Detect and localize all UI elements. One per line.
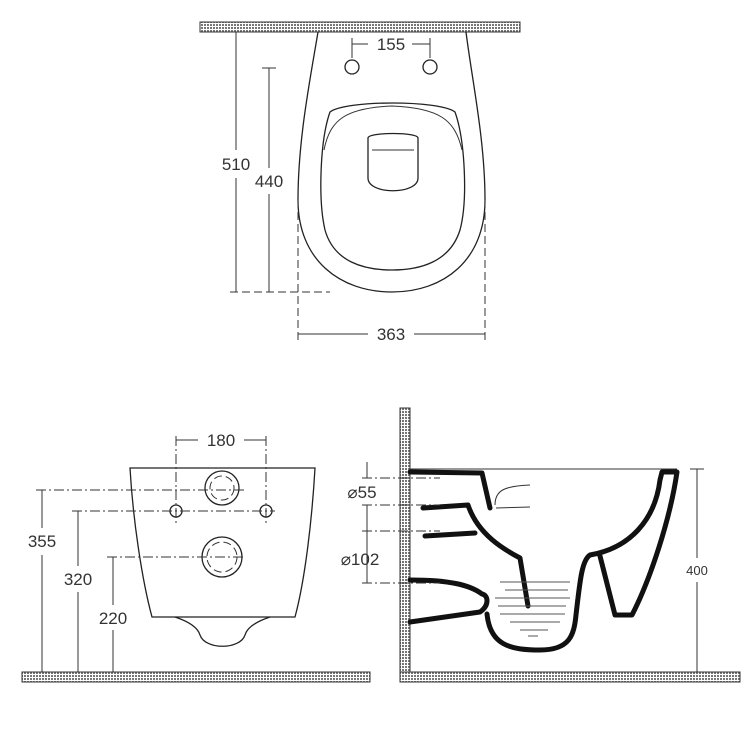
dim-363-label: 363 <box>377 325 405 344</box>
wall-top <box>199 21 521 33</box>
fixing-hole-left <box>344 59 360 75</box>
outlet-bulge <box>174 616 271 647</box>
flush-rim <box>367 132 419 192</box>
fixing-hole-right <box>422 59 438 75</box>
body-outline-front <box>129 467 316 618</box>
dim-440-label: 440 <box>255 172 283 191</box>
spout <box>494 484 531 509</box>
dim-355-label: 355 <box>28 532 56 551</box>
inlet-inner <box>209 475 235 501</box>
inlet-circle <box>204 470 240 506</box>
floor-front <box>21 671 371 683</box>
inlet-lower <box>420 502 531 609</box>
dim-d55-label: ⌀55 <box>347 483 376 502</box>
bowl-outline-top <box>297 31 486 293</box>
rim-section <box>407 469 493 511</box>
trap-and-bowl <box>484 469 680 653</box>
dim-220-label: 220 <box>99 609 127 628</box>
dim-400-label: 400 <box>686 563 708 578</box>
outlet-lower <box>407 577 490 625</box>
dim-180-label: 180 <box>207 431 235 450</box>
side-view: ⌀55 ⌀102 400 <box>341 407 741 683</box>
dim-155-label: 155 <box>377 35 405 54</box>
dim-d102-label: ⌀102 <box>341 550 380 569</box>
front-view: 180 355 320 220 <box>21 431 371 683</box>
seat-opening <box>320 102 466 271</box>
water-lines <box>495 581 570 637</box>
outlet-upper <box>422 530 478 539</box>
wall-side <box>399 407 411 673</box>
dim-510-label: 510 <box>222 155 250 174</box>
floor-side <box>399 671 741 683</box>
top-view: 155 510 440 363 <box>199 21 521 344</box>
rim-line <box>323 105 463 151</box>
dim-320-label: 320 <box>64 570 92 589</box>
